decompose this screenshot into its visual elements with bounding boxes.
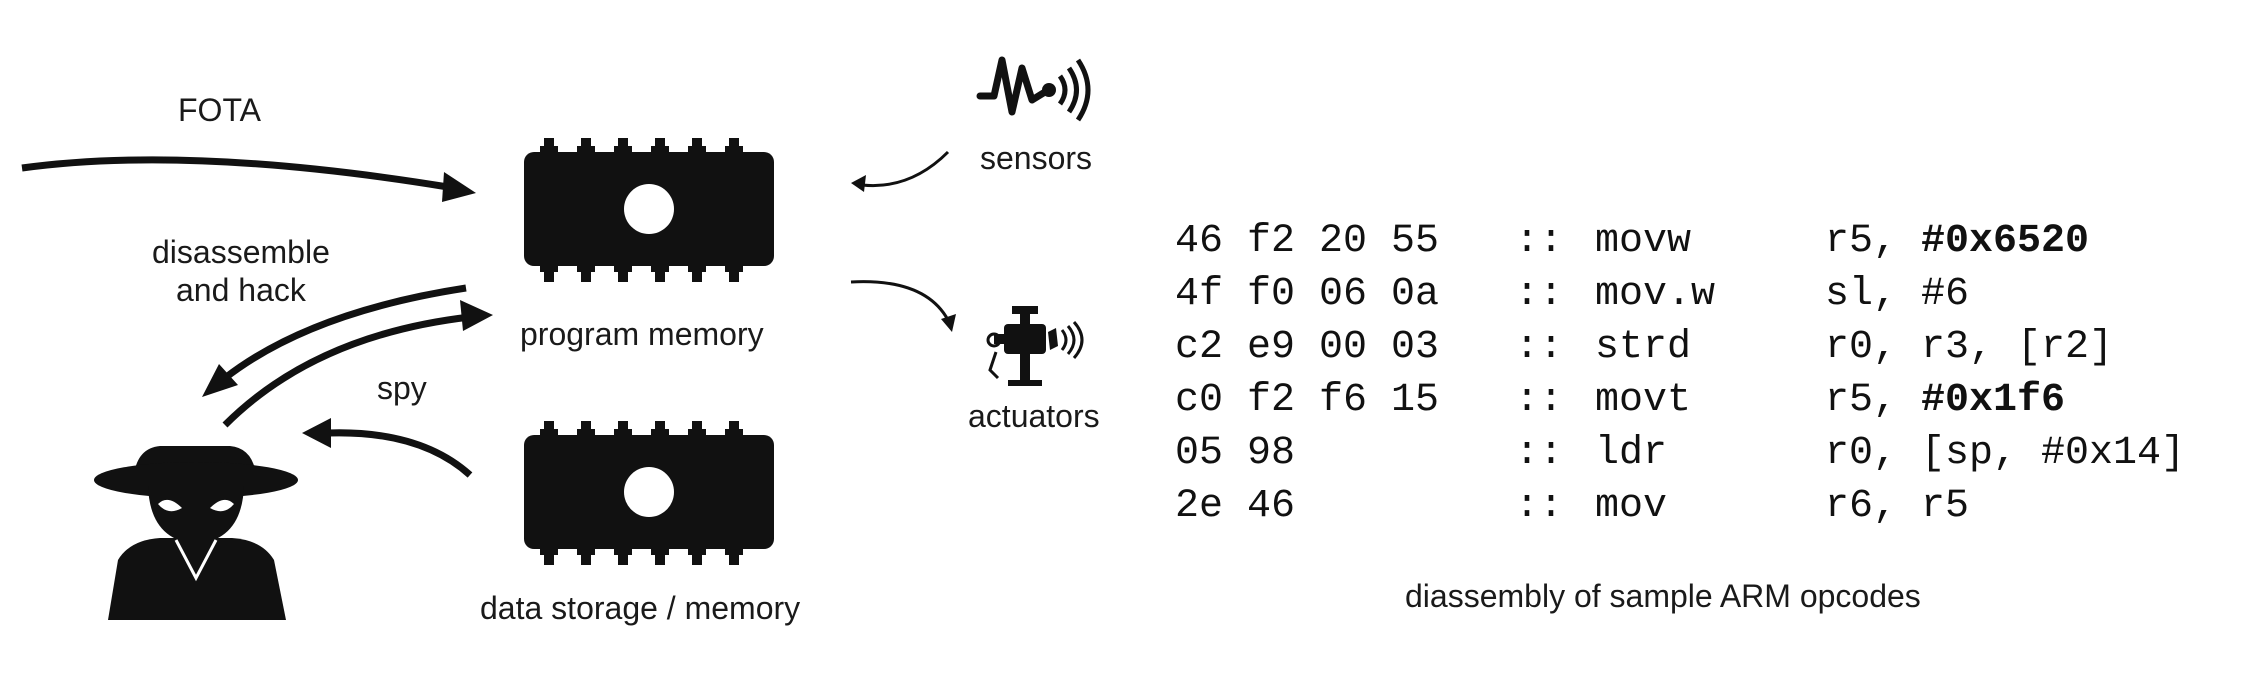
disassembly-row: c0 f2 f6 15::movt r5, #0x1f6 bbox=[1175, 374, 2185, 427]
disassembly-row: 2e 46::mov r6, r5 bbox=[1175, 480, 2185, 533]
separator: :: bbox=[1515, 219, 1564, 264]
disassembly-row: 05 98::ldr r0, [sp, #0x14] bbox=[1175, 427, 2185, 480]
separator: :: bbox=[1515, 431, 1564, 476]
operands: r5, #0x1f6 bbox=[1825, 374, 2065, 427]
operands: r6, r5 bbox=[1825, 480, 1969, 533]
operands-text: r5, bbox=[1825, 219, 1922, 264]
program-memory-chip-icon bbox=[524, 138, 774, 282]
opcode-bytes: 05 98 bbox=[1175, 431, 1296, 476]
actuators-label: actuators bbox=[968, 398, 1100, 434]
operands: r0, r3, [r2] bbox=[1825, 321, 2113, 374]
operands-text: r6, r5 bbox=[1825, 484, 1970, 529]
data-storage-label: data storage / memory bbox=[480, 590, 801, 626]
spy-hat-icon bbox=[94, 446, 298, 620]
mnemonic: ldr bbox=[1595, 431, 1668, 476]
operands: sl, #6 bbox=[1825, 268, 1969, 321]
operands-text: sl, #6 bbox=[1825, 272, 1970, 317]
opcode-bytes: 46 f2 20 55 bbox=[1175, 219, 1440, 264]
and-hack-label: and hack bbox=[176, 272, 306, 308]
mnemonic: strd bbox=[1595, 325, 1692, 370]
disassembly-row: 46 f2 20 55::movw r5, #0x6520 bbox=[1175, 215, 2185, 268]
opcode-bytes: 4f f0 06 0a bbox=[1175, 272, 1440, 317]
separator: :: bbox=[1515, 325, 1564, 370]
opcode-bytes: c0 f2 f6 15 bbox=[1175, 378, 1440, 423]
fota-label: FOTA bbox=[178, 92, 261, 128]
operands-text: r5, bbox=[1825, 378, 1922, 423]
actuators-arrow bbox=[850, 280, 956, 332]
caption-label: diassembly of sample ARM opcodes bbox=[1405, 578, 1921, 614]
separator: :: bbox=[1515, 378, 1564, 423]
separator: :: bbox=[1515, 272, 1564, 317]
mnemonic: movw bbox=[1595, 219, 1692, 264]
operands-immediate: #0x6520 bbox=[1921, 219, 2090, 264]
mnemonic: mov.w bbox=[1595, 272, 1716, 317]
spy-label: spy bbox=[377, 370, 427, 406]
mnemonic: movt bbox=[1595, 378, 1692, 423]
separator: :: bbox=[1515, 484, 1564, 529]
opcode-bytes: c2 e9 00 03 bbox=[1175, 325, 1440, 370]
sensors-arrow bbox=[851, 150, 950, 192]
mnemonic: mov bbox=[1595, 484, 1668, 529]
disassembly-row: c2 e9 00 03::strd r0, r3, [r2] bbox=[1175, 321, 2185, 374]
hack-arrow bbox=[222, 300, 493, 428]
operands-immediate: #0x1f6 bbox=[1921, 378, 2066, 423]
program-memory-label: program memory bbox=[520, 316, 764, 352]
operands-text: r0, r3, [r2] bbox=[1825, 325, 2114, 370]
disassembly-row: 4f f0 06 0a::mov.w sl, #6 bbox=[1175, 268, 2185, 321]
actuator-gear-icon bbox=[986, 306, 1084, 386]
sensors-label: sensors bbox=[980, 140, 1093, 176]
disassemble-arrow bbox=[202, 284, 467, 397]
opcode-bytes: 2e 46 bbox=[1175, 484, 1296, 529]
operands: r0, [sp, #0x14] bbox=[1825, 427, 2185, 480]
disassemble-label: disassemble bbox=[152, 234, 330, 270]
data-storage-chip-icon bbox=[524, 421, 774, 565]
operands: r5, #0x6520 bbox=[1825, 215, 2089, 268]
fota-arrow bbox=[21, 156, 476, 202]
spy-arrow bbox=[302, 418, 473, 478]
sensor-wave-icon bbox=[976, 56, 1091, 122]
operands-text: r0, [sp, #0x14] bbox=[1825, 431, 2186, 476]
